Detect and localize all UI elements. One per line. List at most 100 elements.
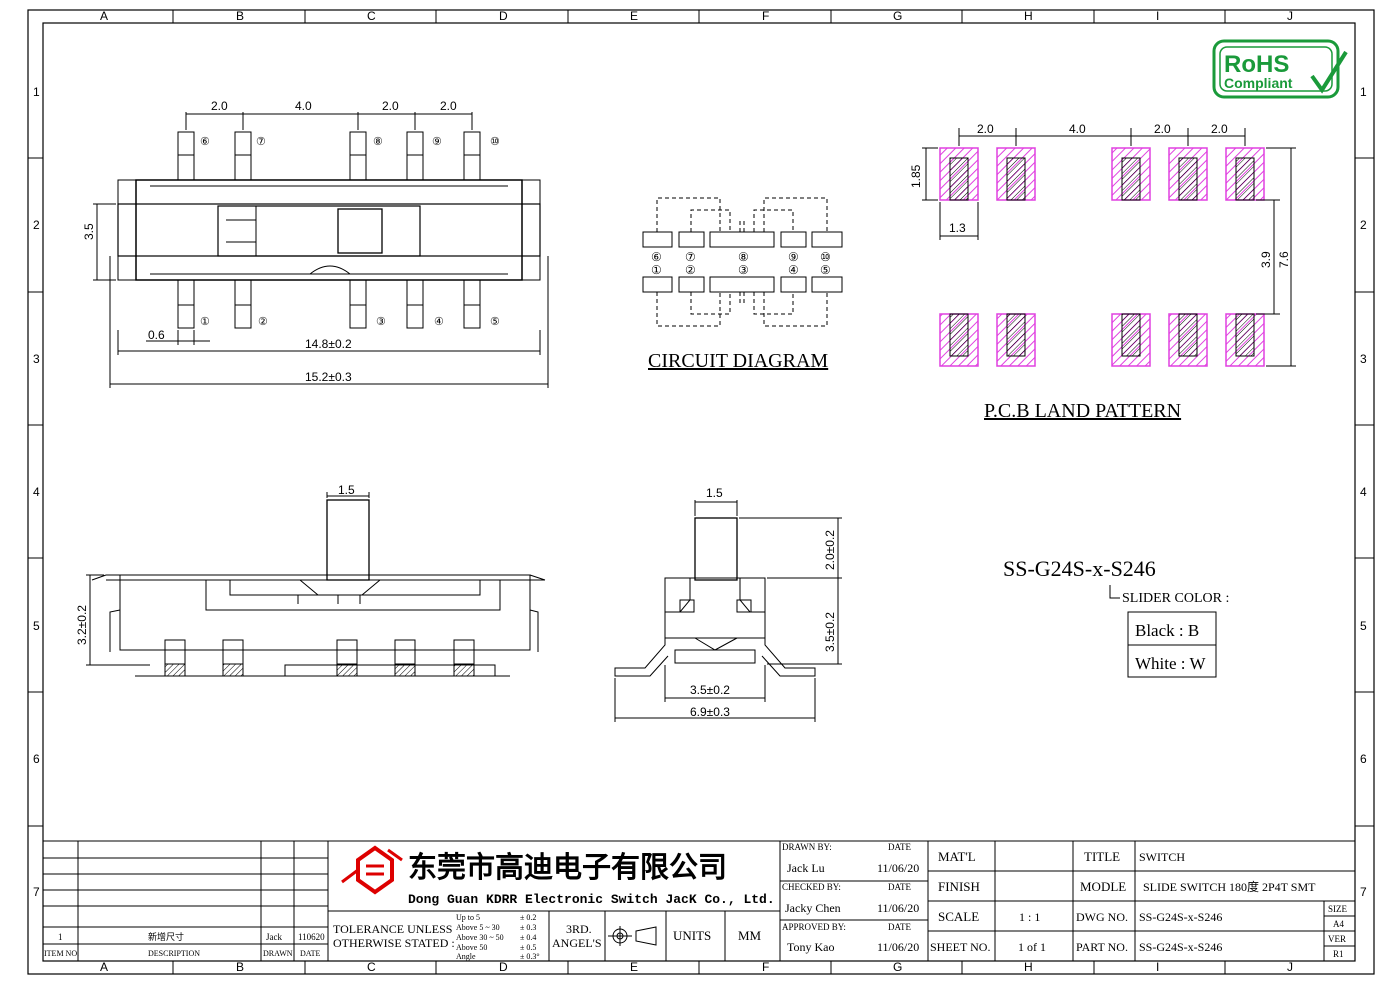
row-label: 3 bbox=[33, 352, 40, 366]
pcb-title: P.C.B LAND PATTERN bbox=[984, 400, 1181, 422]
dim-label: 3.2±0.2 bbox=[75, 605, 89, 645]
pin-label: ③ bbox=[376, 316, 386, 328]
side-view bbox=[86, 492, 546, 677]
dwg-value: SS-G24S-x-S246 bbox=[1139, 910, 1222, 924]
col-label: C bbox=[367, 9, 376, 23]
pin-label: ④ bbox=[434, 316, 444, 328]
dim-label: 3.5 bbox=[82, 223, 96, 240]
hdr-date: DATE bbox=[300, 949, 321, 958]
pcb-pad bbox=[939, 147, 979, 201]
color-white: White : W bbox=[1135, 654, 1206, 673]
pcb-pad bbox=[1225, 313, 1265, 367]
pin-label: ② bbox=[685, 263, 696, 277]
projection-icon bbox=[608, 926, 657, 946]
dim-label: 14.8±0.2 bbox=[305, 337, 352, 351]
part-value: SS-G24S-x-S246 bbox=[1139, 940, 1222, 954]
company-name-cn: 东莞市高迪电子有限公司 bbox=[408, 850, 727, 884]
matl-label: MAT'L bbox=[938, 849, 976, 864]
dim-label: 4.0 bbox=[295, 99, 312, 113]
rev-desc: 新增尺寸 bbox=[148, 931, 184, 942]
top-view bbox=[93, 112, 549, 388]
model-value: SLIDE SWITCH 180度 2P4T SMT bbox=[1143, 879, 1316, 894]
tol-key: Above 50 bbox=[456, 943, 487, 952]
col-label: B bbox=[236, 9, 244, 23]
dim-label: 3.9 bbox=[1259, 251, 1273, 268]
drawn-by-label: DRAWN BY: bbox=[782, 842, 832, 852]
tol-val: ± 0.5 bbox=[520, 943, 536, 952]
col-label: A bbox=[100, 9, 108, 23]
pin-label: ⑥ bbox=[651, 250, 662, 264]
row-labels: 1 2 3 4 5 6 7 1 2 3 4 5 6 7 bbox=[33, 85, 1367, 899]
company-logo bbox=[341, 845, 403, 895]
dim-label: 7.6 bbox=[1277, 251, 1291, 268]
tol-val: ± 0.3 bbox=[520, 923, 536, 932]
pcb-pad bbox=[1168, 313, 1208, 367]
title-block bbox=[43, 840, 1355, 961]
hdr-drawn: DRAWN bbox=[263, 949, 293, 958]
col-label: D bbox=[499, 9, 508, 23]
row-label: 4 bbox=[1360, 485, 1367, 499]
check-icon bbox=[1310, 50, 1348, 94]
row-label: 1 bbox=[33, 85, 40, 99]
dim-label: 0.6 bbox=[148, 328, 165, 342]
rev-date: 110620 bbox=[298, 932, 325, 942]
dwg-label: DWG NO. bbox=[1076, 910, 1128, 924]
row-label: 6 bbox=[1360, 752, 1367, 766]
units-value: MM bbox=[738, 928, 762, 943]
date-label: DATE bbox=[888, 842, 911, 852]
pin-label: ⑧ bbox=[738, 250, 749, 264]
dim-label: 2.0 bbox=[1211, 122, 1228, 136]
row-label: 3 bbox=[1360, 352, 1367, 366]
compliant-text: Compliant bbox=[1224, 75, 1293, 91]
row-label: 6 bbox=[33, 752, 40, 766]
company-name-en: Dong Guan KDRR Electronic Switch JacK Co… bbox=[408, 892, 775, 907]
drawn-date: 11/06/20 bbox=[877, 861, 919, 875]
checked-by-label: CHECKED BY: bbox=[782, 882, 841, 892]
pin-label: ⑤ bbox=[490, 316, 500, 328]
dim-label: 6.9±0.3 bbox=[690, 705, 730, 719]
angle-label2: ANGEL'S bbox=[552, 936, 602, 950]
col-label: A bbox=[100, 960, 108, 974]
end-view-labels: 1.5 2.0±0.2 3.5±0.2 3.5±0.2 6.9±0.3 bbox=[690, 486, 837, 719]
tol-val: ± 0.2 bbox=[520, 913, 536, 922]
dim-label: 1.3 bbox=[949, 221, 966, 235]
dim-label: 2.0 bbox=[977, 122, 994, 136]
col-label: I bbox=[1156, 9, 1159, 23]
scale-label: SCALE bbox=[938, 909, 979, 924]
rev-drawn: Jack bbox=[266, 932, 282, 942]
side-view-labels: 1.5 3.2±0.2 bbox=[75, 483, 355, 645]
sheet-value: 1 of 1 bbox=[1018, 940, 1046, 954]
angle-label: 3RD. bbox=[566, 922, 592, 936]
tol-key: Above 30 ~ 50 bbox=[456, 933, 504, 942]
revision-table: 1 新增尺寸 Jack 110620 ITEM NO. DESCRIPTION … bbox=[44, 931, 325, 958]
rev-item: 1 bbox=[58, 932, 63, 942]
dim-label: 2.0 bbox=[1154, 122, 1171, 136]
pcb-pad bbox=[996, 313, 1036, 367]
circuit-title: CIRCUIT DIAGRAM bbox=[648, 350, 828, 372]
dim-label: 3.5±0.2 bbox=[823, 612, 837, 652]
spec-block: MAT'L FINISH SCALE 1 : 1 SHEET NO. 1 of … bbox=[930, 849, 1348, 959]
dim-label: 2.0 bbox=[211, 99, 228, 113]
col-label: H bbox=[1024, 960, 1033, 974]
col-label: E bbox=[630, 960, 638, 974]
tol-val: ± 0.3° bbox=[520, 952, 540, 961]
approved-date: 11/06/20 bbox=[877, 940, 919, 954]
row-label: 5 bbox=[1360, 619, 1367, 633]
pcb-pad bbox=[1111, 313, 1151, 367]
pcb-pad bbox=[1225, 147, 1265, 201]
outer-frame bbox=[27, 9, 1375, 975]
pcb-dims bbox=[922, 128, 1296, 367]
frame-ticks bbox=[28, 10, 1374, 974]
units-label: UNITS bbox=[673, 928, 711, 943]
dim-label: 1.5 bbox=[706, 486, 723, 500]
col-label: J bbox=[1287, 9, 1293, 23]
tolerance-label2: OTHERWISE STATED : bbox=[333, 936, 455, 950]
dim-label: 1.85 bbox=[909, 164, 923, 188]
dim-label: 3.5±0.2 bbox=[690, 683, 730, 697]
col-label: G bbox=[893, 960, 902, 974]
row-label: 7 bbox=[1360, 885, 1367, 899]
pin-label: ⑥ bbox=[200, 136, 210, 148]
column-labels: A B C D E F G H I J A B C D E F G H I J bbox=[100, 9, 1293, 974]
sheet-label: SHEET NO. bbox=[930, 940, 990, 954]
col-label: E bbox=[630, 9, 638, 23]
